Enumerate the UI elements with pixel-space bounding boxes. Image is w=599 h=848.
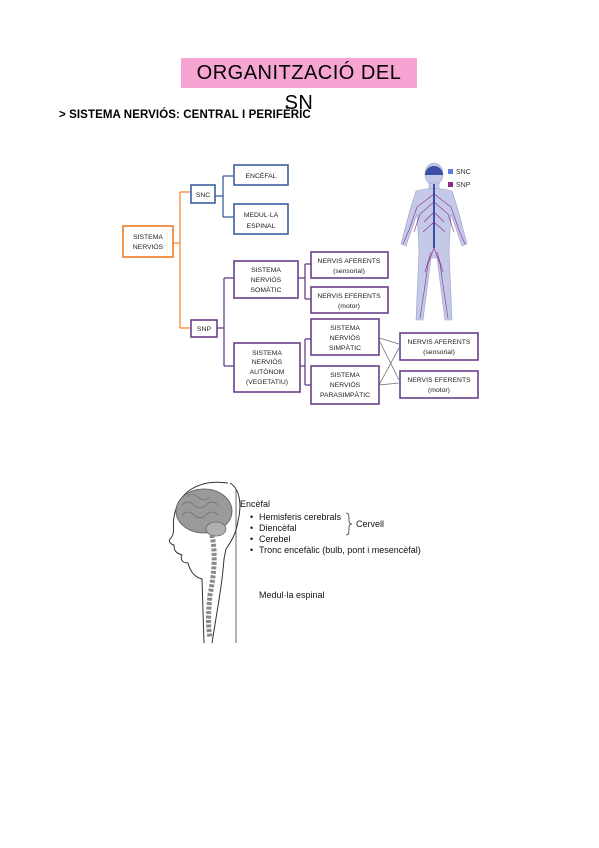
label-autonom-4: (VEGETATIU) — [246, 379, 288, 386]
svg-text:ESPINAL: ESPINAL — [247, 223, 276, 230]
label-eferents1-2: (motor) — [338, 303, 360, 310]
svg-text:SISTEMA: SISTEMA — [252, 350, 282, 357]
svg-text:(motor): (motor) — [338, 303, 360, 310]
label-eferents2-1: NERVIS EFERENTS — [407, 377, 471, 384]
box-autonom — [233, 342, 301, 393]
label-aferents1-1: NERVIS AFERENTS — [318, 258, 381, 265]
legend-snp: SNP — [456, 182, 471, 189]
item-hemisferis: Hemisferis cerebrals — [259, 512, 342, 522]
box-medulla — [233, 203, 289, 235]
box-snp — [190, 319, 218, 338]
svg-text:(sensorial): (sensorial) — [333, 268, 365, 275]
item-tronc: Tronc encefàlic (bulb, pont i mesencèfal… — [259, 545, 421, 555]
svg-text:PARASIMPÀTIC: PARASIMPÀTIC — [320, 390, 370, 399]
label-snc: SNC — [196, 192, 210, 199]
svg-text:(sensorial): (sensorial) — [423, 349, 455, 356]
medulla-label: Medul·la espinal — [259, 590, 325, 600]
svg-text:MEDUL·LA: MEDUL·LA — [244, 212, 279, 219]
svg-text:NERVIÓS: NERVIÓS — [330, 380, 361, 389]
label-aferents2-2: (sensorial) — [423, 349, 455, 356]
svg-text:SISTEMA: SISTEMA — [251, 267, 281, 274]
page-title: ORGANITZACIÓ DEL SN — [181, 58, 417, 114]
svg-text:NERVIS AFERENTS: NERVIS AFERENTS — [318, 258, 381, 265]
label-somatic-1: SISTEMA — [251, 267, 281, 274]
svg-text:(motor): (motor) — [428, 387, 450, 394]
label-autonom-1: SISTEMA — [252, 350, 282, 357]
label-somatic-2: NERVIÓS — [251, 275, 282, 284]
label-somatic-3: SOMÀTIC — [251, 285, 282, 294]
svg-text:SNP: SNP — [197, 326, 211, 333]
item-diencefal: Diencèfal — [259, 523, 297, 533]
label-aferents2-1: NERVIS AFERENTS — [408, 339, 471, 346]
box-eferents-2 — [399, 370, 479, 399]
head-silhouette-figure — [169, 481, 241, 644]
label-autonom-2: NERVIÓS — [252, 357, 283, 366]
box-somatic — [233, 260, 299, 299]
bullet-3: • — [250, 534, 253, 544]
cervell-label: Cervell — [356, 519, 384, 529]
svg-text:AUTÒNOM: AUTÒNOM — [250, 367, 285, 376]
svg-text:SIMPÀTIC: SIMPÀTIC — [329, 343, 361, 352]
svg-text:SISTEMA: SISTEMA — [330, 372, 360, 379]
label-autonom-3: AUTÒNOM — [250, 367, 285, 376]
svg-text:SNC: SNC — [196, 192, 210, 199]
box-simpatic — [310, 318, 380, 356]
label-simpatic-3: SIMPÀTIC — [329, 343, 361, 352]
bullet-2: • — [250, 523, 253, 533]
label-parasimpatic-3: PARASIMPÀTIC — [320, 390, 370, 399]
box-eferents-1 — [310, 286, 389, 314]
svg-text:NERVIS EFERENTS: NERVIS EFERENTS — [317, 293, 381, 300]
svg-text:NERVIS EFERENTS: NERVIS EFERENTS — [407, 377, 471, 384]
label-eferents1-1: NERVIS EFERENTS — [317, 293, 381, 300]
bullet-1: • — [250, 512, 253, 522]
label-eferents2-2: (motor) — [428, 387, 450, 394]
label-snp: SNP — [197, 326, 211, 333]
label-encefal: ENCÈFAL — [246, 171, 277, 180]
label-aferents1-2: (sensorial) — [333, 268, 365, 275]
svg-text:SOMÀTIC: SOMÀTIC — [251, 285, 282, 294]
svg-text:(VEGETATIU): (VEGETATIU) — [246, 379, 288, 386]
box-snc — [190, 184, 216, 204]
legend-snc: SNC — [456, 169, 471, 176]
box-aferents-1 — [310, 251, 389, 279]
human-nervous-system-figure: SNC SNP — [400, 162, 471, 321]
bullet-4: • — [250, 545, 253, 555]
nervous-system-diagram: SISTEMA NERVIÓS SNC ENCÈFAL MEDUL·LA ESP… — [122, 162, 479, 405]
svg-text:ENCÈFAL: ENCÈFAL — [246, 171, 277, 180]
svg-text:NERVIÓS: NERVIÓS — [133, 242, 164, 251]
label-parasimpatic-1: SISTEMA — [330, 372, 360, 379]
label-simpatic-1: SISTEMA — [330, 325, 360, 332]
label-medulla-1: MEDUL·LA — [244, 212, 279, 219]
box-parasimpatic — [310, 365, 380, 405]
section-heading: > SISTEMA NERVIÓS: CENTRAL I PERIFÈRIC — [59, 109, 311, 121]
encefal-label: Encèfal — [240, 499, 270, 509]
cervell-brace — [345, 512, 353, 536]
label-parasimpatic-2: NERVIÓS — [330, 380, 361, 389]
box-sistema-nervios — [122, 225, 174, 258]
svg-text:NERVIS AFERENTS: NERVIS AFERENTS — [408, 339, 471, 346]
svg-text:SISTEMA: SISTEMA — [330, 325, 360, 332]
svg-text:NERVIÓS: NERVIÓS — [252, 357, 283, 366]
label-nervios: NERVIÓS — [133, 242, 164, 251]
label-sistema: SISTEMA — [133, 234, 163, 241]
brain-spinal-cord-diagram: Encèfal • Hemisferis cerebrals • Diencèf… — [169, 481, 421, 644]
item-cerebel: Cerebel — [259, 534, 291, 544]
svg-text:NERVIÓS: NERVIÓS — [330, 333, 361, 342]
svg-text:NERVIÓS: NERVIÓS — [251, 275, 282, 284]
box-aferents-2 — [399, 332, 479, 361]
box-encefal — [233, 164, 289, 186]
label-simpatic-2: NERVIÓS — [330, 333, 361, 342]
svg-text:SISTEMA: SISTEMA — [133, 234, 163, 241]
label-medulla-2: ESPINAL — [247, 223, 276, 230]
